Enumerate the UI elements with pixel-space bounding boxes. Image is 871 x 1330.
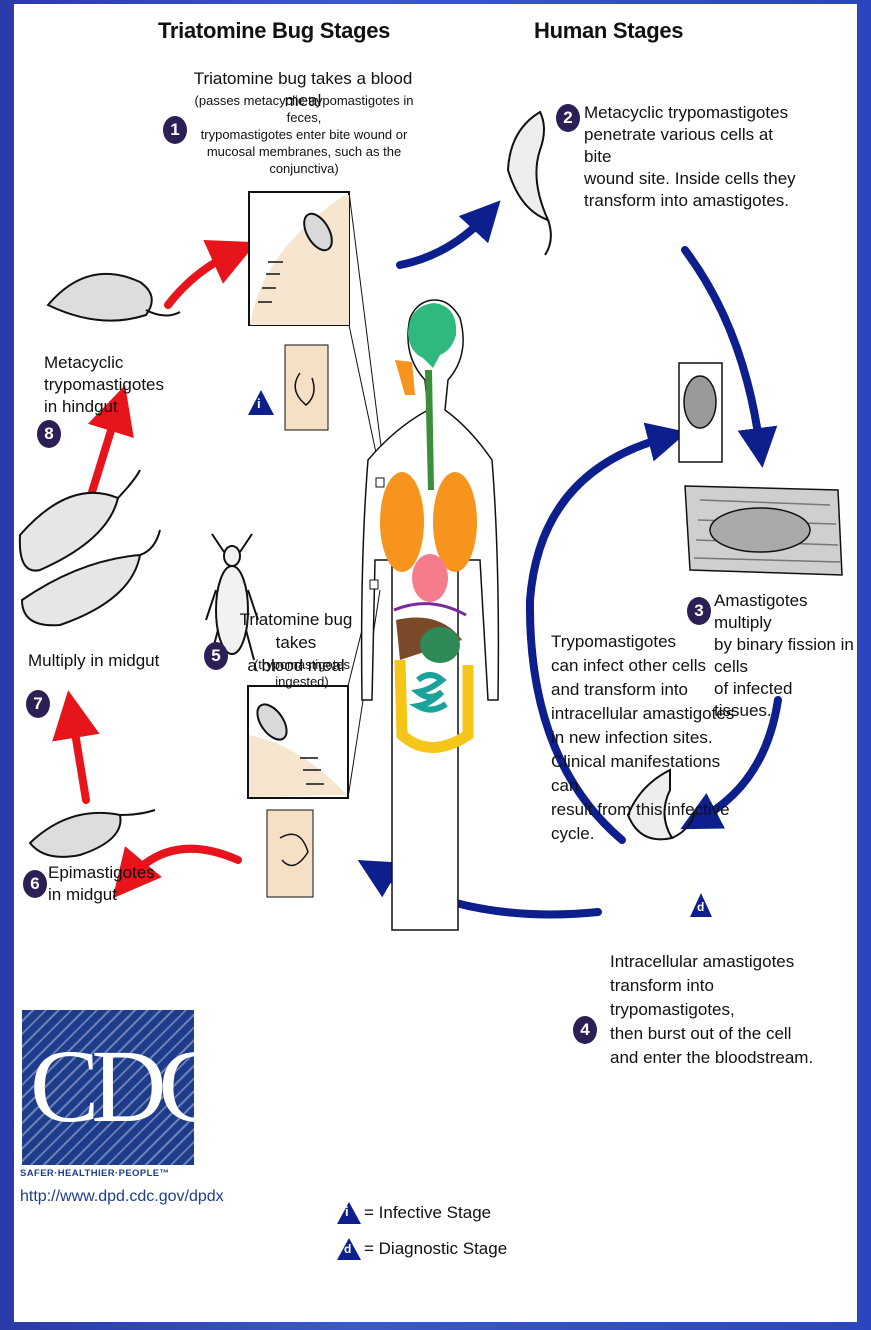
epimastigote-stage-6	[30, 813, 121, 857]
arrow-1-to-2	[400, 215, 487, 265]
legend-infective-letter: i	[345, 1204, 349, 1219]
legend-diagnostic-letter: d	[344, 1242, 351, 1256]
cdc-tagline: SAFER·HEALTHIER·PEOPLE™	[20, 1168, 169, 1179]
human-figure	[362, 300, 499, 930]
human-stages-header: Human Stages	[534, 18, 683, 44]
step-7-text: Multiply in midgut	[28, 650, 159, 672]
step-4-stage-letter: d	[697, 900, 704, 914]
step-4-badge: 4	[573, 1016, 597, 1044]
arrow-7-to-8	[92, 408, 118, 492]
step-7-badge: 7	[26, 690, 50, 718]
step-3-badge: 3	[687, 597, 711, 625]
legend-diagnostic-label: = Diagnostic Stage	[364, 1238, 507, 1260]
bug-inset-top	[249, 192, 349, 430]
lung-right	[433, 472, 477, 572]
legend-infective-triangle	[337, 1202, 361, 1224]
cdc-logo: CDC	[22, 1010, 194, 1165]
bug-inset-bottom	[248, 686, 348, 897]
stomach	[420, 627, 460, 663]
legend-infective-label: = Infective Stage	[364, 1202, 491, 1224]
arrow-8-to-1	[168, 252, 235, 305]
step-6-badge: 6	[23, 870, 47, 898]
bug-stages-header: Triatomine Bug Stages	[158, 18, 390, 44]
epimastigotes-stage-7	[20, 493, 118, 571]
step-1-detail: (passes metacyclic trypomastigotes in fe…	[176, 92, 432, 177]
source-url-link[interactable]: http://www.dpd.cdc.gov/dpdx	[20, 1188, 224, 1206]
step-1-stage-letter: i	[257, 396, 261, 411]
step-5-badge: 5	[204, 642, 228, 670]
throat	[395, 360, 415, 395]
infective-triangle-stage-1	[248, 390, 274, 415]
lung-left	[380, 472, 424, 572]
heart	[412, 554, 448, 602]
step-5-detail: (trypomastigotes ingested)	[232, 656, 372, 690]
arrow-6-to-7	[72, 714, 86, 800]
trypomastigote-stage-8	[48, 274, 152, 321]
step-2-badge: 2	[556, 104, 580, 132]
cdc-logo-text: CDC	[30, 1022, 190, 1152]
tissue-drawings	[679, 363, 842, 575]
step-8-badge: 8	[37, 420, 61, 448]
trypomastigote-stage-2	[508, 112, 548, 220]
